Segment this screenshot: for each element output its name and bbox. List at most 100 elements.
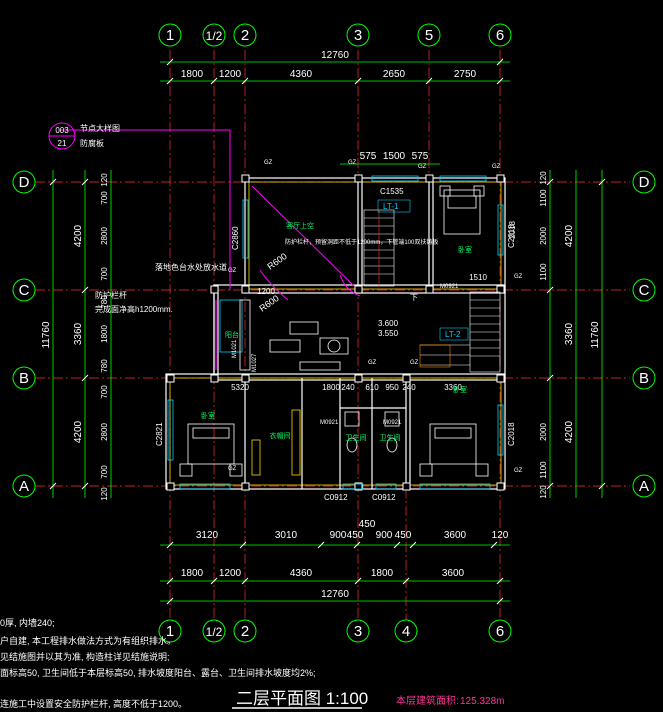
- axis-label-bottom-1: 1: [166, 623, 174, 640]
- axis-label-right-b: B: [639, 370, 649, 387]
- dim-left-detail: 700: [100, 267, 109, 281]
- dim-right-seg: 3360: [564, 322, 575, 345]
- annotation-down: 下: [410, 293, 418, 302]
- axis-label-top-3: 3: [354, 27, 362, 44]
- note-line: 户自建, 本工程排水做法方式为有组织排水。: [0, 635, 176, 646]
- label-gz: GZ: [514, 274, 523, 280]
- dimension-text: 12760 1800 1200 4360 2650 2750 575 1500 …: [41, 50, 601, 600]
- furniture: [179, 185, 489, 477]
- annotation-level-1: 3.600: [378, 319, 399, 328]
- axis-bubble-bottom-2: [233, 619, 257, 643]
- dim-top-seg: 1200: [219, 69, 242, 80]
- annotation-level-2: 3.550: [378, 329, 399, 338]
- axis-bubble-bottom-6: [488, 619, 512, 643]
- windows: [167, 175, 504, 490]
- axis-label-left-c: C: [19, 282, 30, 299]
- dim-right-seg: 4200: [564, 224, 575, 247]
- axis-bubble-left-c: [12, 278, 36, 302]
- axis-label-bottom-3: 3: [354, 623, 362, 640]
- room-label-balcony: 阳台: [225, 330, 239, 339]
- axis-bubble-top-5: [417, 23, 441, 47]
- label-gz: GZ: [492, 164, 501, 170]
- dim-interior: 3360: [444, 383, 462, 392]
- dim-interior: 950: [385, 383, 399, 392]
- dim-left-seg: 3360: [73, 322, 84, 345]
- window-c2860: [242, 199, 249, 259]
- note-line: 0厚, 内墙240;: [0, 617, 55, 628]
- dim-left-detail: 120: [100, 487, 109, 501]
- label-gz: GZ: [228, 466, 237, 472]
- dim-stair: 1500: [383, 151, 406, 162]
- label-c2018-top: C2018: [507, 224, 516, 248]
- detail-callout: 003 21 节点大样图 防腐板: [48, 122, 120, 150]
- stair-lt1: [363, 199, 411, 287]
- window-c2018-bottom: [497, 404, 504, 456]
- axis-bubble-top-3: [346, 23, 370, 47]
- axis-bubble-top-6: [488, 23, 512, 47]
- axis-labels: 1 1/2 2 3 5 6 1 1/2 2 3 4 6 D C B A D C …: [19, 27, 650, 640]
- label-c2821: C2821: [155, 422, 164, 446]
- dim-bottom-seg: 4360: [290, 568, 313, 579]
- design-notes: 0厚, 内墙240; 户自建, 本工程排水做法方式为有组织排水。 见结施图并以其…: [0, 617, 316, 709]
- dim-interior: 5320: [231, 383, 249, 392]
- dimension-lines: [49, 58, 606, 605]
- axis-bubble-left-d: [12, 170, 36, 194]
- label-m0921-c: M0921: [383, 420, 402, 426]
- dim-right-detail: 2000: [539, 227, 548, 245]
- annotation-r600-b: R600: [257, 293, 280, 314]
- callout-line-2: 防腐板: [80, 138, 104, 148]
- room-label-void: 客厅上空: [286, 221, 314, 230]
- room-label-bedroom-se: 卧室: [453, 385, 467, 394]
- axis-label-bottom-4: 4: [402, 623, 410, 640]
- dim-bottom-seg: 3600: [442, 568, 465, 579]
- dim-right-detail: 120: [539, 171, 548, 185]
- note-line: 面标高50, 卫生间低于本层标高50, 排水坡度阳台、露台、卫生间排水坡度均2%…: [0, 667, 316, 678]
- annotation-pipe-note: 落地色台水处放水道: [155, 262, 227, 272]
- callout-ref-bottom: 21: [58, 139, 67, 148]
- axis-label-right-a: A: [639, 478, 649, 495]
- label-c0912-b: C0912: [372, 493, 396, 502]
- annotation-rail-line-1: 防护栏杆: [95, 290, 127, 300]
- bed-ne: [443, 189, 481, 235]
- door-window-labels: C1535 C2860 C2018 C2018 C2821 C0912 C091…: [155, 160, 523, 502]
- dim-interior: 240: [402, 383, 416, 392]
- axis-label-bottom-2: 2: [241, 623, 249, 640]
- title-block: 二层平面图 1:100 本层建筑面积: 125.328m: [232, 689, 504, 709]
- dim-bottom-detail: 120: [492, 530, 509, 541]
- axis-bubble-bottom-4: [394, 619, 418, 643]
- label-gz: GZ: [418, 164, 427, 170]
- dim-left-detail: 2800: [100, 423, 109, 441]
- dim-interior: 1800: [322, 383, 340, 392]
- callout-line-1: 节点大样图: [80, 123, 120, 133]
- dim-bottom-detail: 3120: [196, 530, 219, 541]
- dim-bottom-seg: 1800: [181, 568, 204, 579]
- label-c1535: C1535: [380, 187, 404, 196]
- window-c2821: [167, 399, 174, 461]
- axis-bubble-left-a: [12, 474, 36, 498]
- dim-bottom-detail: 900: [376, 530, 393, 541]
- callout-ref-top: 003: [55, 126, 69, 135]
- label-gz: GZ: [514, 468, 523, 474]
- annotation-lt2: LT-2: [445, 330, 461, 339]
- label-gz: GZ: [228, 268, 237, 274]
- area-label: 本层建筑面积:: [396, 694, 459, 707]
- stair-lt2: [419, 291, 501, 373]
- room-label-cloakroom: 衣帽间: [270, 431, 291, 440]
- axis-bubble-bottom-1: [158, 619, 182, 643]
- room-label-bedroom-ne: 卧室: [458, 245, 472, 254]
- dim-stair: 575: [412, 151, 429, 162]
- axis-label-top-6: 6: [496, 27, 504, 44]
- label-gz: GZ: [368, 360, 377, 366]
- annotation-lt1: LT-1: [383, 202, 399, 211]
- window-c0912-b: [375, 483, 397, 490]
- dim-left-detail: 780: [100, 295, 109, 309]
- axis-bubble-top-2: [233, 23, 257, 47]
- dim-bottom-detail: 450: [395, 530, 412, 541]
- dim-left-detail: 700: [100, 191, 109, 205]
- annotation-rail-line-2: 完成面净高h1200mm.: [95, 304, 173, 314]
- drawing-title: 二层平面图 1:100: [236, 689, 368, 708]
- bed-se: [429, 423, 477, 465]
- label-m0921-b: M0921: [320, 420, 339, 426]
- axis-bubbles: [12, 23, 656, 643]
